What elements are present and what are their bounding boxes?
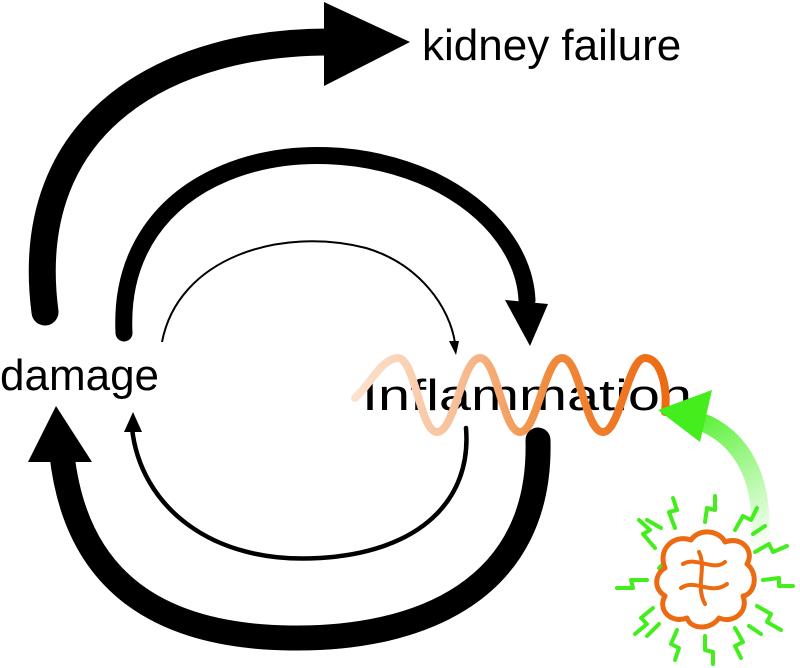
kidney-failure-label: kidney failure <box>422 21 681 70</box>
arrow-inflammation-to-damage-medium <box>124 412 469 561</box>
damage-label: damage <box>0 351 159 400</box>
arrow-inflammation-to-damage-thick <box>28 406 551 651</box>
inflammation-wave-icon <box>351 353 670 437</box>
arrow-damage-to-inflammation-thin <box>161 240 459 355</box>
arrow-damage-to-kidney-failure <box>28 2 410 326</box>
pathogen-icon <box>615 494 795 666</box>
arrow-damage-to-inflammation-thick <box>115 147 548 346</box>
trigger-arrow <box>658 390 770 549</box>
